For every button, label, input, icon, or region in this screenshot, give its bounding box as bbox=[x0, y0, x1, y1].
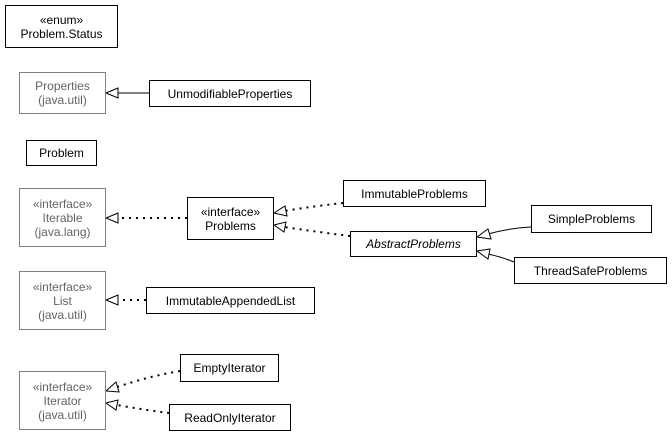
class-thread-safe-problems[interactable]: ThreadSafeProblems bbox=[514, 257, 667, 284]
class-name: Iterator bbox=[43, 393, 82, 408]
edge-read-only-iterator-to-iterator bbox=[104, 399, 170, 414]
class-name: ImmutableAppendedList bbox=[165, 293, 296, 308]
stereotype-label: «interface» bbox=[32, 279, 93, 294]
class-name: ImmutableProblems bbox=[361, 186, 468, 201]
edge-thread-safe-problems-to-abstract-problems bbox=[475, 248, 515, 263]
edge-problems-to-iterable bbox=[104, 212, 187, 224]
class-name: UnmodifiableProperties bbox=[167, 86, 293, 101]
class-properties[interactable]: Properties (java.util) bbox=[19, 72, 106, 114]
package-label: (java.util) bbox=[38, 407, 87, 422]
edge-abstract-problems-to-problems bbox=[272, 221, 351, 237]
class-simple-problems[interactable]: SimpleProblems bbox=[531, 205, 652, 233]
class-abstract-problems[interactable]: AbstractProblems bbox=[350, 231, 477, 257]
edge-simple-problems-to-abstract-problems bbox=[475, 226, 532, 240]
stereotype-label: «interface» bbox=[200, 204, 261, 219]
interface-iterator[interactable]: «interface» Iterator (java.util) bbox=[19, 371, 106, 430]
class-read-only-iterator[interactable]: ReadOnlyIterator bbox=[169, 404, 291, 431]
class-empty-iterator[interactable]: EmptyIterator bbox=[180, 354, 279, 382]
class-name: AbstractProblems bbox=[366, 237, 461, 251]
interface-problems[interactable]: «interface» Problems bbox=[187, 197, 274, 240]
edge-unmodifiable-properties-to-properties bbox=[104, 87, 149, 99]
class-name: ThreadSafeProblems bbox=[533, 263, 648, 278]
edge-immutable-appended-list-to-list bbox=[104, 294, 146, 306]
class-problem[interactable]: Problem bbox=[26, 140, 97, 166]
interface-list[interactable]: «interface» List (java.util) bbox=[19, 271, 106, 330]
class-immutable-appended-list[interactable]: ImmutableAppendedList bbox=[146, 287, 315, 314]
package-label: (java.util) bbox=[38, 307, 87, 322]
class-name: Iterable bbox=[42, 210, 83, 225]
stereotype-label: «enum» bbox=[39, 12, 84, 27]
class-name: Problem bbox=[39, 146, 84, 160]
class-name: List bbox=[53, 293, 72, 308]
class-unmodifiable-properties[interactable]: UnmodifiableProperties bbox=[149, 80, 311, 107]
class-name: EmptyIterator bbox=[193, 361, 266, 375]
class-problem-status[interactable]: «enum» Problem.Status bbox=[5, 5, 118, 48]
interface-iterable[interactable]: «interface» Iterable (java.lang) bbox=[19, 188, 106, 247]
stereotype-label: «interface» bbox=[32, 196, 93, 211]
package-label: (java.util) bbox=[38, 93, 87, 107]
edge-empty-iterator-to-iterator bbox=[104, 370, 181, 393]
class-name: ReadOnlyIterator bbox=[184, 410, 276, 425]
edge-immutable-problems-to-problems bbox=[272, 202, 344, 217]
class-name: Properties bbox=[35, 79, 90, 93]
class-name: SimpleProblems bbox=[547, 212, 636, 226]
class-name: Problem.Status bbox=[20, 26, 103, 41]
class-immutable-problems[interactable]: ImmutableProblems bbox=[343, 180, 486, 207]
package-label: (java.lang) bbox=[34, 224, 91, 239]
class-name: Problems bbox=[205, 218, 256, 233]
stereotype-label: «interface» bbox=[32, 379, 93, 394]
